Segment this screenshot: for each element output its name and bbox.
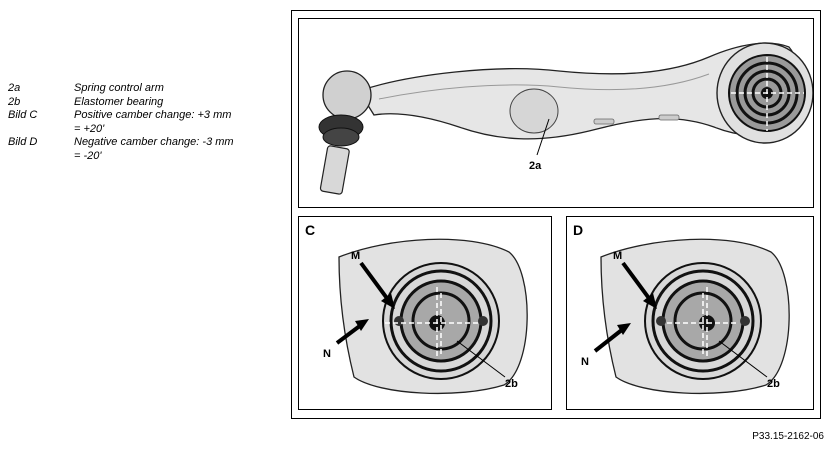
leader-line-2b <box>718 340 768 378</box>
panel-letter: C <box>305 222 315 238</box>
panel-c: C M N 2b <box>298 216 552 410</box>
legend-row-bild-d: Bild D Negative camber change: -3 mm = -… <box>8 136 264 163</box>
bushing-ring <box>389 269 493 373</box>
label-n: N <box>323 348 331 360</box>
control-arm-illustration: 2a <box>318 42 814 195</box>
legend-text: Elastomer bearing <box>74 95 164 108</box>
panel-letter: D <box>573 222 583 238</box>
legend-text: Positive camber change: +3 mm = +20' <box>74 109 264 136</box>
arrow-m-head <box>643 293 657 309</box>
arrow-n <box>593 327 625 353</box>
legend-row-2b: 2b Elastomer bearing <box>8 96 264 110</box>
legend-text-line1: Positive camber change: +3 mm <box>74 109 232 121</box>
legend-key: Bild D <box>8 136 38 148</box>
legend-row-bild-c: Bild C Positive camber change: +3 mm = +… <box>8 109 264 136</box>
label-2b: 2b <box>767 378 780 390</box>
leader-line-2a <box>536 118 550 156</box>
panel-d-illustration: D M N 2b <box>573 222 790 395</box>
arrow-m <box>359 261 391 303</box>
arrow-n-head <box>355 319 369 331</box>
arm-ridge <box>378 73 710 100</box>
bushing-void <box>394 316 404 326</box>
figure-frame <box>291 10 821 419</box>
panel-control-arm: 2a <box>298 18 814 208</box>
bushing-void <box>740 316 750 326</box>
legend-text-line2: = -20' <box>74 149 102 162</box>
legend-text: Negative camber change: -3 mm = -20' <box>74 136 264 163</box>
label-m: M <box>351 250 360 262</box>
label-2b: 2b <box>505 378 518 390</box>
leader-line-2b <box>456 340 506 378</box>
arrow-n-head <box>617 323 631 335</box>
arm-boss <box>509 88 559 134</box>
legend-key: Bild C <box>8 109 38 121</box>
legend: 2a Spring control arm 2b Elastomer beari… <box>8 82 264 163</box>
legend-row-2a: 2a Spring control arm <box>8 82 264 96</box>
ball-joint-stud <box>319 145 350 195</box>
legend-key: 2b <box>8 95 21 108</box>
legend-text: Spring control arm <box>74 82 164 94</box>
legend-text-line2: = +20' <box>74 122 105 135</box>
arrow-n <box>335 323 363 345</box>
label-2a: 2a <box>529 160 542 172</box>
bushing-ring <box>651 269 755 373</box>
label-n: N <box>581 356 589 368</box>
panel-d: D M N 2b <box>566 216 814 410</box>
arm-slot <box>593 118 615 125</box>
figure-reference: P33.15-2162-06 <box>752 431 824 442</box>
arm-slot <box>658 114 680 121</box>
arrow-m <box>621 261 653 303</box>
legend-text-line1: Negative camber change: -3 mm <box>74 136 234 148</box>
ball-joint-boot <box>322 127 360 147</box>
bushing-void <box>478 316 488 326</box>
legend-key: 2a <box>8 82 21 94</box>
bushing-void <box>656 316 666 326</box>
panel-c-illustration: C M N 2b <box>305 222 528 395</box>
ball-joint-head <box>322 70 372 120</box>
arrow-m-head <box>381 293 395 309</box>
label-m: M <box>613 250 622 262</box>
